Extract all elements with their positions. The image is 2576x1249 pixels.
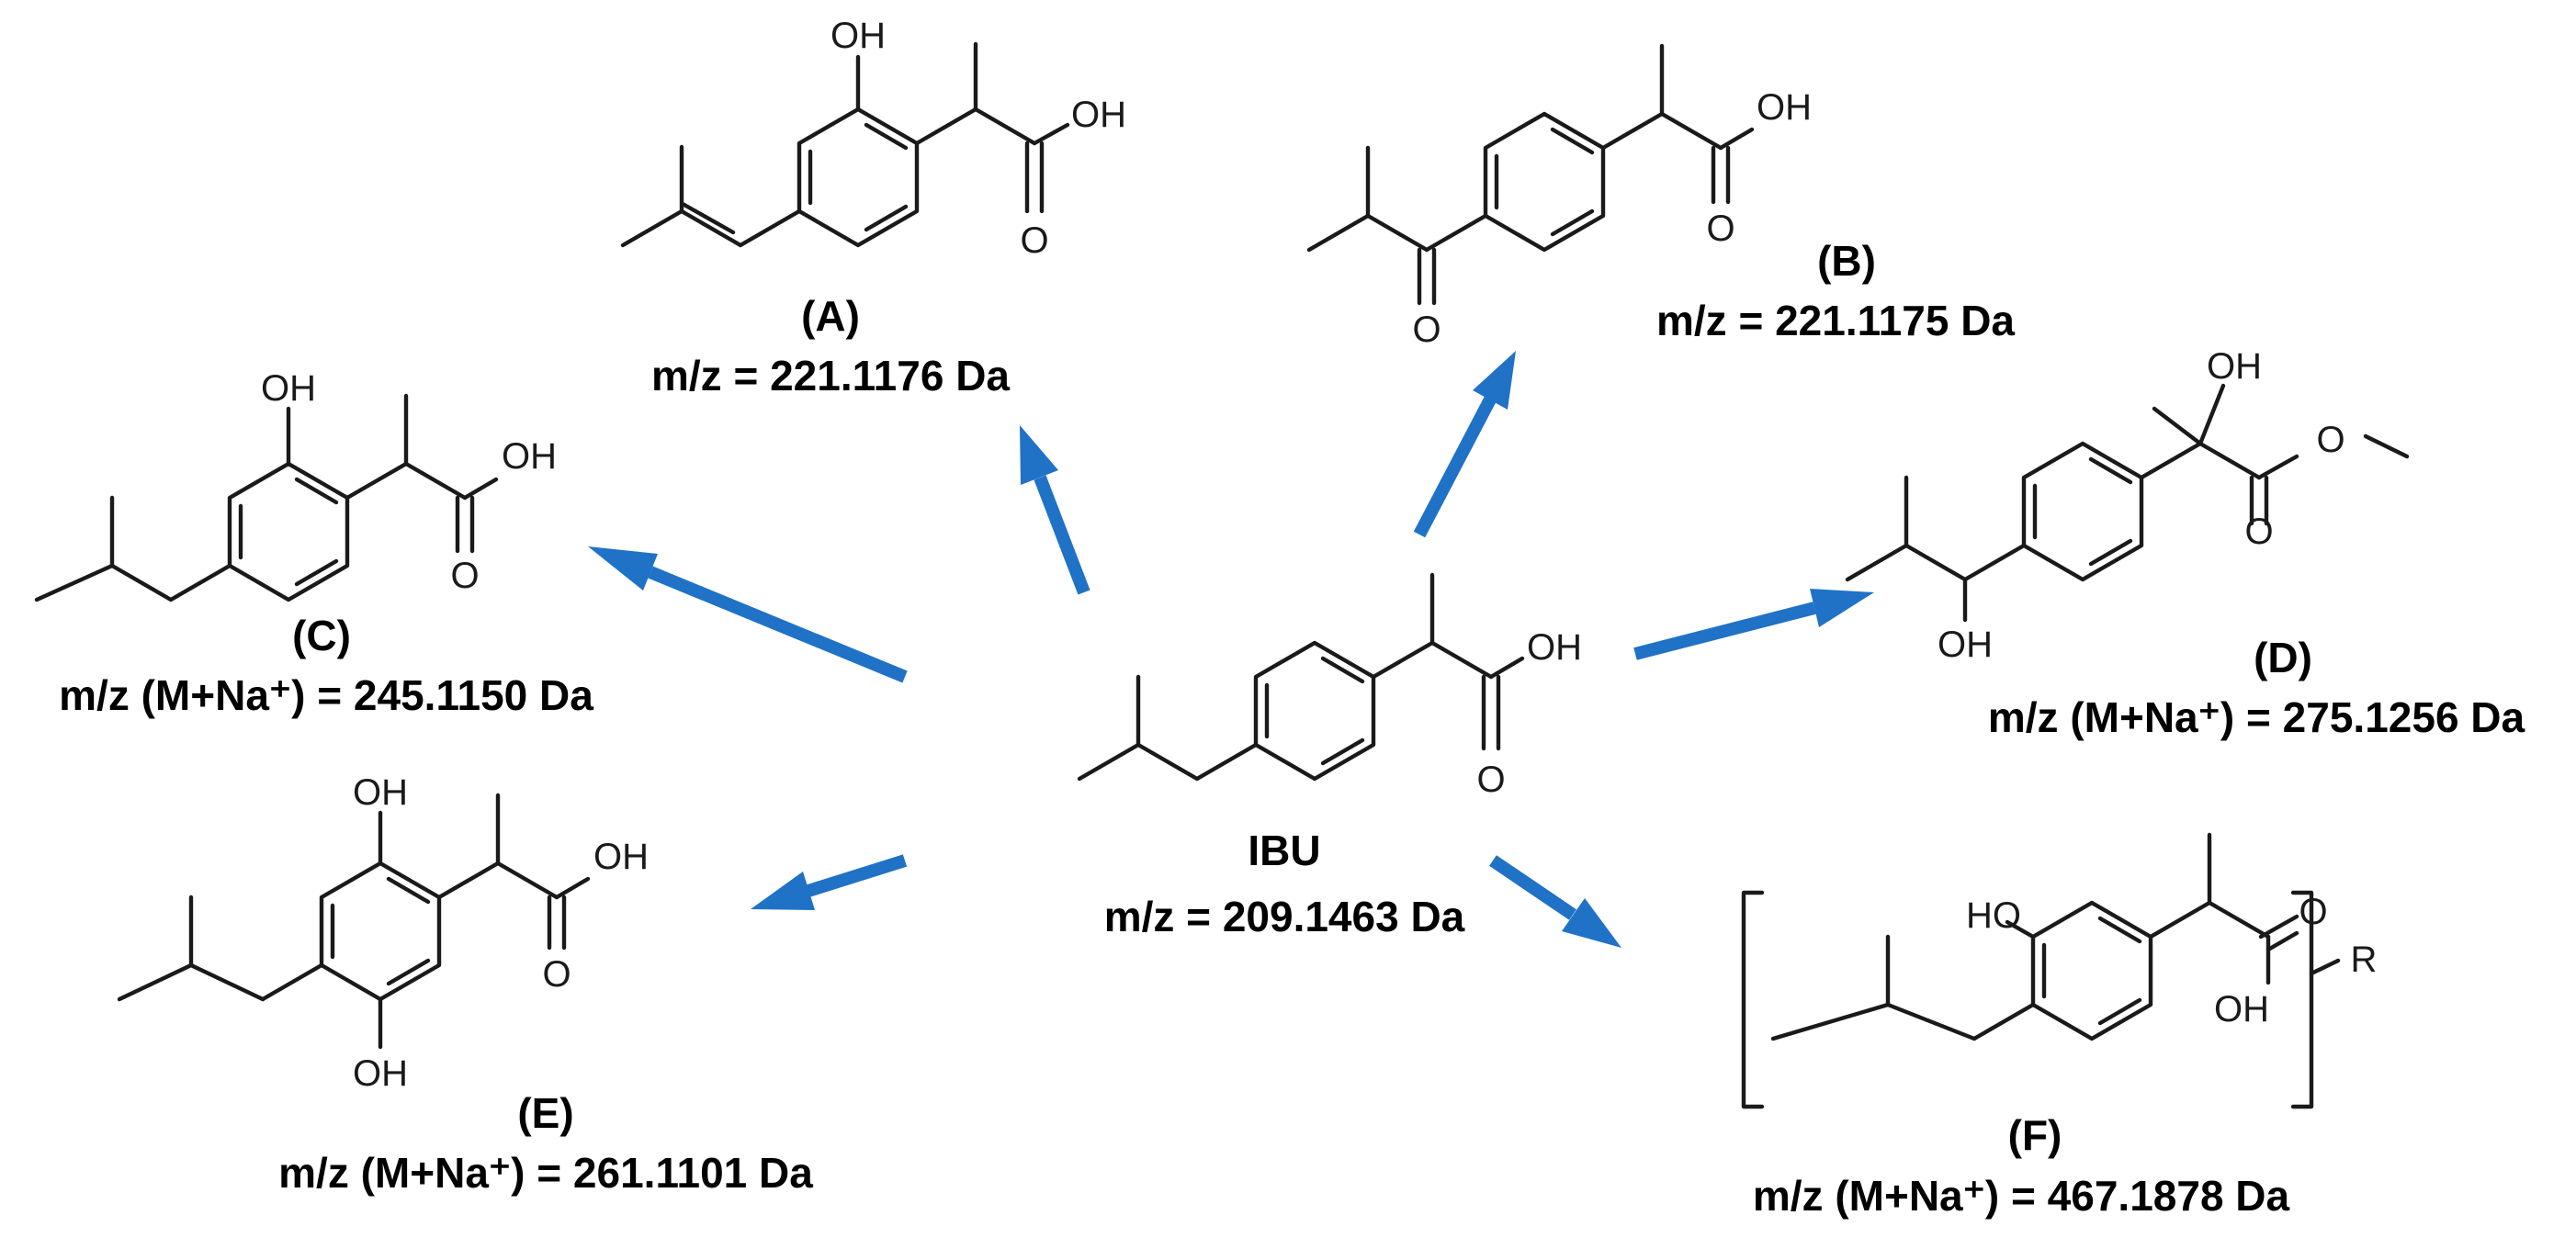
arrow-to-d — [1633, 589, 1874, 660]
ibu-mz: m/z = 209.1463 Da — [1104, 893, 1465, 940]
e-oh-top-label: OH — [353, 772, 408, 813]
f-o-label: O — [2299, 892, 2327, 932]
b-mz: m/z = 221.1175 Da — [1656, 297, 2015, 344]
molecule-f: HO O OH R — [1741, 832, 2378, 1109]
f-label: (F) — [2008, 1111, 2062, 1159]
b-oh-label: OH — [1757, 87, 1812, 128]
a-mz: m/z = 221.1176 Da — [651, 352, 1010, 399]
arrow-to-b — [1413, 351, 1516, 538]
d-tertiary-oh-label: OH — [2207, 346, 2262, 387]
b-o-ketone-label: O — [1412, 309, 1441, 350]
f-ho-label: HO — [1966, 895, 2021, 936]
arrow-to-e — [751, 854, 908, 910]
a-acid-oh-label: OH — [1071, 95, 1126, 135]
c-o-label: O — [450, 556, 479, 596]
molecule-d: OH OH O O — [1845, 346, 2410, 665]
arrow-to-f — [1489, 855, 1621, 948]
e-oh-bottom-label: OH — [353, 1053, 408, 1094]
e-o-label: O — [542, 954, 571, 995]
d-label: (D) — [2254, 634, 2312, 681]
e-label: (E) — [517, 1089, 573, 1137]
b-label: (B) — [1817, 237, 1876, 285]
arrow-to-a — [1020, 425, 1090, 595]
f-oh-label: OH — [2214, 989, 2269, 1030]
molecule-ibu: OH O — [1077, 572, 1582, 800]
d-carbonyl-o-label: O — [2244, 512, 2273, 552]
molecule-e: OH OH OH O — [117, 772, 649, 1094]
arrows — [588, 351, 1874, 948]
molecule-c: OH OH O — [34, 368, 557, 602]
ibu-oh-label: OH — [1527, 627, 1582, 668]
ibu-o-label: O — [1476, 760, 1505, 800]
ibu-label: IBU — [1248, 827, 1320, 874]
a-label: (A) — [801, 292, 860, 340]
b-o-label: O — [1706, 208, 1734, 249]
d-ester-o-label: O — [2316, 420, 2344, 460]
f-r-label: R — [2351, 940, 2378, 980]
f-bracket-left — [1741, 890, 1765, 1109]
f-bracket-right — [2290, 890, 2314, 1109]
c-oh-label: OH — [261, 368, 316, 409]
molecule-b: O OH O — [1306, 43, 1812, 350]
c-acid-oh-label: OH — [502, 436, 557, 477]
a-oh-label: OH — [830, 16, 886, 56]
molecule-a: OH OH O — [620, 16, 1126, 261]
d-oh-label: OH — [1938, 624, 1993, 665]
arrow-to-c — [588, 546, 908, 683]
d-mz: m/z (M+Na⁺) = 275.1256 Da — [1988, 693, 2525, 741]
a-o-label: O — [1020, 220, 1048, 261]
f-mz: m/z (M+Na⁺) = 467.1878 Da — [1753, 1172, 2290, 1220]
c-mz: m/z (M+Na⁺) = 245.1150 Da — [59, 671, 593, 719]
e-mz: m/z (M+Na⁺) = 261.1101 Da — [278, 1149, 813, 1197]
c-label: (C) — [292, 612, 351, 659]
e-acid-oh-label: OH — [593, 837, 649, 877]
